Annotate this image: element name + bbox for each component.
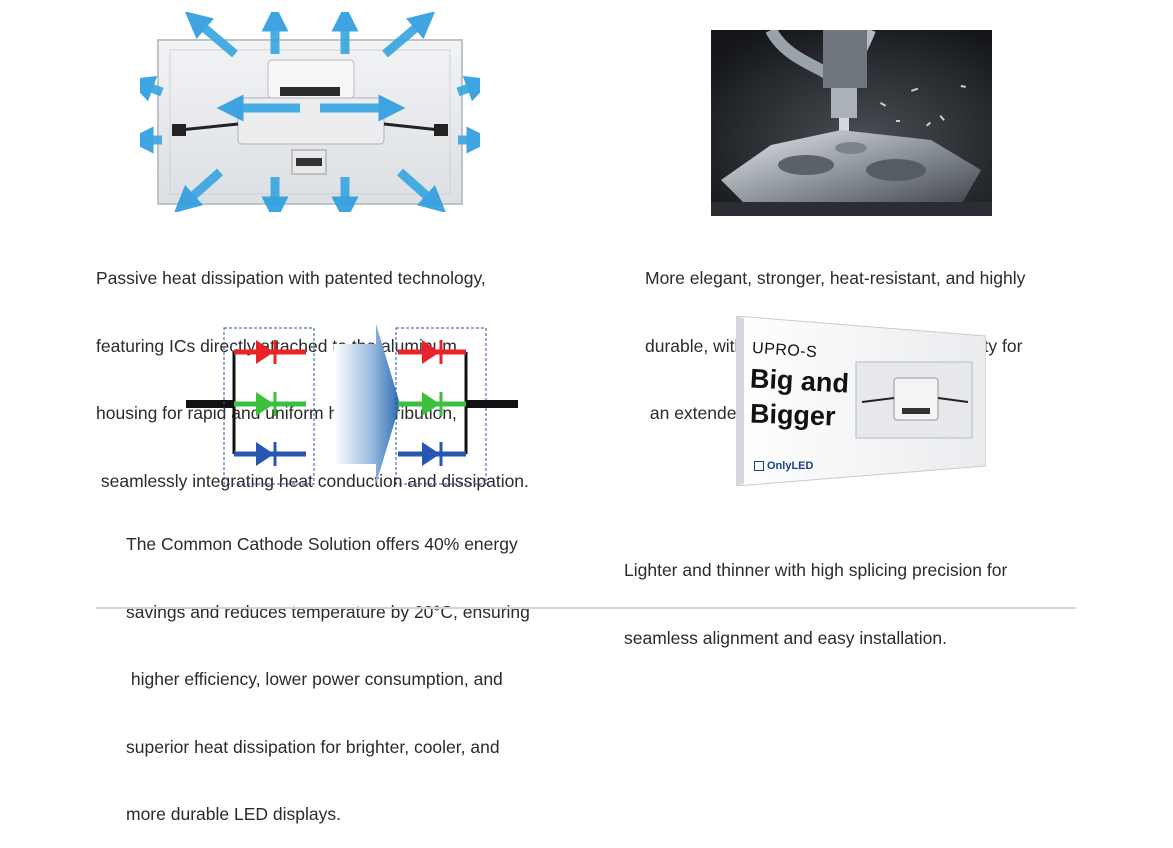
brand-logo-icon: [754, 461, 764, 471]
panel-brand: OnlyLED: [754, 460, 813, 472]
caption-line: seamlessly integrating heat conduction a…: [96, 470, 529, 491]
common-cathode-diagram: [186, 324, 518, 485]
panel-shape: [736, 316, 986, 486]
caption-line: higher efficiency, lower power consumpti…: [126, 669, 503, 689]
common-cathode-caption: The Common Cathode Solution offers 40% e…: [126, 488, 530, 848]
brand-name: OnlyLED: [767, 460, 814, 472]
thin-panel-image: UPRO-S Big and Bigger OnlyLED: [736, 316, 986, 486]
caption-line: The Common Cathode Solution offers 40% e…: [126, 534, 518, 554]
panel-tagline-1: Big and: [749, 363, 850, 399]
caption-line: Lighter and thinner with high splicing p…: [624, 560, 1008, 580]
caption-line: Passive heat dissipation with patented t…: [96, 268, 486, 288]
caption-line: seamless alignment and easy installation…: [624, 627, 947, 648]
caption-line: superior heat dissipation for brighter, …: [126, 736, 500, 757]
panel-tagline-2: Bigger: [749, 398, 837, 432]
caption-line: More elegant, stronger, heat-resistant, …: [645, 268, 1026, 288]
caption-line: savings and reduces temperature by 20°C,…: [126, 601, 530, 622]
caption-line: more durable LED displays.: [126, 804, 341, 824]
thin-panel-caption: Lighter and thinner with high splicing p…: [624, 514, 1007, 672]
cnc-machining-image: [711, 30, 992, 216]
bottom-divider: [96, 607, 1076, 609]
heat-dissipation-image: [140, 12, 480, 212]
